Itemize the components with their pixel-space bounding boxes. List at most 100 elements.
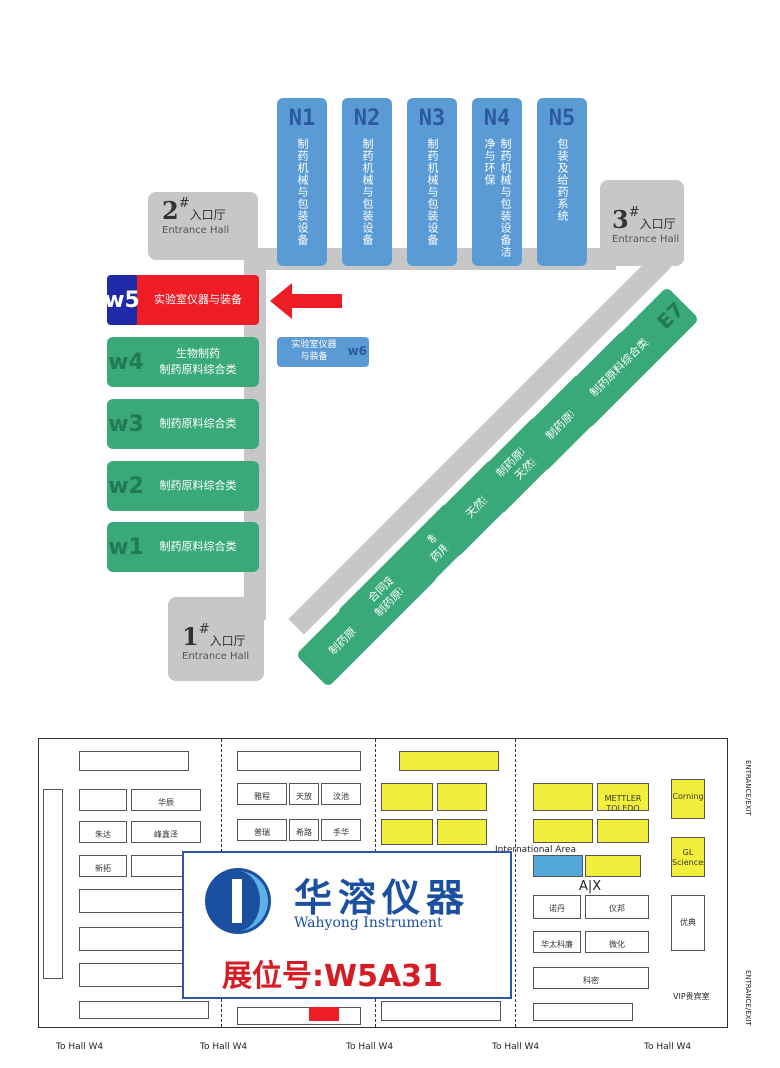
booth[interactable] <box>79 1001 209 1019</box>
booth[interactable] <box>437 783 487 811</box>
booth[interactable]: 希路 <box>289 819 319 841</box>
booth[interactable] <box>79 789 127 811</box>
booth[interactable]: 优典 <box>671 895 705 951</box>
hall-w6[interactable]: 实验室仪器 与装备 w6 <box>277 337 369 367</box>
hall-label: 制药机械与包装设备洁净与环保 <box>483 138 512 258</box>
hall-n4[interactable]: N4 制药机械与包装设备洁净与环保 <box>472 98 522 266</box>
to-hall-label: To Hall W4 <box>644 1042 692 1052</box>
hall-code: w6 <box>347 344 367 358</box>
company-name-en: Wahyong Instrument <box>294 915 443 931</box>
hall-label: 制药原料综合类 <box>141 461 255 511</box>
booth-name: METTLER TOLEDO <box>604 794 642 811</box>
hall-w2[interactable]: w2 制药原料综合类 <box>107 461 259 511</box>
booth-name: 科密 <box>583 976 599 985</box>
entrance-cn: 入口厅 <box>639 217 676 231</box>
booth[interactable] <box>79 963 201 987</box>
booth[interactable] <box>533 783 593 811</box>
vip-label: VIP贵宾室 <box>673 992 710 1001</box>
hall-code: N3 <box>418 106 446 131</box>
hall-label: 生物制药制药原料综合类 <box>141 337 255 387</box>
booth-name: 朱达 <box>95 830 111 839</box>
booth[interactable]: 仪邦 <box>585 895 649 919</box>
entrance-plaza-3 <box>600 180 684 266</box>
exit-label: ENTRANCE/EXIT <box>744 760 752 816</box>
booth[interactable] <box>79 889 201 913</box>
booth-name: 优典 <box>680 918 696 927</box>
booth[interactable] <box>381 1001 501 1021</box>
booth[interactable]: 华太科廉 <box>533 931 581 953</box>
to-hall-label: To Hall W4 <box>492 1042 540 1052</box>
booth[interactable]: 新拓 <box>79 855 127 877</box>
entrance-hall-1: 1#入口厅 Entrance Hall <box>182 622 249 662</box>
hall-label-line: 制药原料综合类 <box>586 335 651 400</box>
hall-label: 制药机械与包装设备 <box>426 138 439 246</box>
booth[interactable] <box>237 751 361 771</box>
arrow-left-icon <box>270 283 342 319</box>
booth[interactable]: 朱达 <box>79 821 127 843</box>
hall-n3[interactable]: N3 制药机械与包装设备 <box>407 98 457 266</box>
hall-code: w1 <box>108 534 144 560</box>
exit-label: ENTRANCE/EXIT <box>744 970 752 1026</box>
to-hall-label: To Hall W4 <box>56 1042 104 1052</box>
booth[interactable]: 雅程 <box>237 783 287 805</box>
booth[interactable] <box>399 751 499 771</box>
company-logo-icon <box>205 868 271 934</box>
hall-n1[interactable]: N1 制药机械与包装设备 <box>277 98 327 266</box>
booth[interactable]: 汶池 <box>321 783 361 805</box>
booth[interactable]: GL Sciences <box>671 837 705 877</box>
hall-code: N2 <box>353 106 381 131</box>
booth[interactable]: 手华 <box>321 819 361 841</box>
booth[interactable]: 峰鑫泽 <box>131 821 201 843</box>
booth[interactable]: 微化 <box>585 931 649 953</box>
booth[interactable] <box>43 789 63 979</box>
booth[interactable] <box>79 751 189 771</box>
booth[interactable] <box>437 819 487 845</box>
hall-w4[interactable]: w4 生物制药制药原料综合类 <box>107 337 259 387</box>
entrance-plaza-2 <box>148 192 258 260</box>
booth-w5a31-highlight[interactable] <box>309 1007 339 1021</box>
entrance-number: 3 <box>612 205 629 234</box>
entrance-number: 2 <box>162 196 179 225</box>
booth[interactable]: 普瑞 <box>237 819 287 841</box>
hall-n2[interactable]: N2 制药机械与包装设备 <box>342 98 392 266</box>
entrance-cn: 入口厅 <box>189 208 226 222</box>
booth-name: 手华 <box>333 828 349 837</box>
ax-label: A|X <box>579 879 602 894</box>
booth[interactable]: 天放 <box>289 783 319 805</box>
hall-w5[interactable]: w5 实验室仪器与装备 <box>107 275 259 325</box>
hall-code: N1 <box>288 106 316 131</box>
booth[interactable]: 华辰 <box>131 789 201 811</box>
hall-label: 制药机械与包装设备 <box>296 138 309 246</box>
hall-n5[interactable]: N5 包装及给药系统 <box>537 98 587 266</box>
booth-name: Corning <box>672 792 704 801</box>
entrance-plaza-1 <box>168 597 264 681</box>
booth-name: 诺丹 <box>549 904 565 913</box>
floor-plan: 华辰 朱达 峰鑫泽 新拓 雅程 天放 汶池 普瑞 希路 手华 METTLER T… <box>38 738 728 1028</box>
booth[interactable] <box>381 819 433 845</box>
to-hall-label: To Hall W4 <box>346 1042 394 1052</box>
booth[interactable] <box>533 1003 633 1021</box>
entrance-sup: # <box>628 205 640 220</box>
corridor-diagonal <box>288 251 672 635</box>
booth[interactable]: METTLER TOLEDO <box>597 783 649 811</box>
booth-name: 普瑞 <box>254 828 270 837</box>
booth-number: W5A31 <box>324 959 443 994</box>
hall-code: N5 <box>548 106 576 131</box>
hall-w1[interactable]: w1 制药原料综合类 <box>107 522 259 572</box>
booth[interactable] <box>381 783 433 811</box>
booth-name: 华太科廉 <box>541 940 573 949</box>
booth[interactable] <box>533 819 593 843</box>
booth-number-line: 展位号:W5A31 <box>222 951 443 995</box>
booth[interactable]: 诺丹 <box>533 895 581 919</box>
booth[interactable]: 科密 <box>533 967 649 989</box>
hall-label: 包装及给药系统 <box>556 138 569 222</box>
booth[interactable]: Corning <box>671 779 705 819</box>
hall-label-line: 实验室仪器 <box>291 340 337 350</box>
booth[interactable] <box>237 1007 361 1025</box>
booth[interactable] <box>533 855 583 877</box>
booth[interactable] <box>585 855 641 877</box>
company-name-cn: 华溶仪器 <box>294 876 471 920</box>
booth[interactable] <box>597 819 649 843</box>
hall-w3[interactable]: w3 制药原料综合类 <box>107 399 259 449</box>
entrance-en: Entrance Hall <box>162 225 230 236</box>
